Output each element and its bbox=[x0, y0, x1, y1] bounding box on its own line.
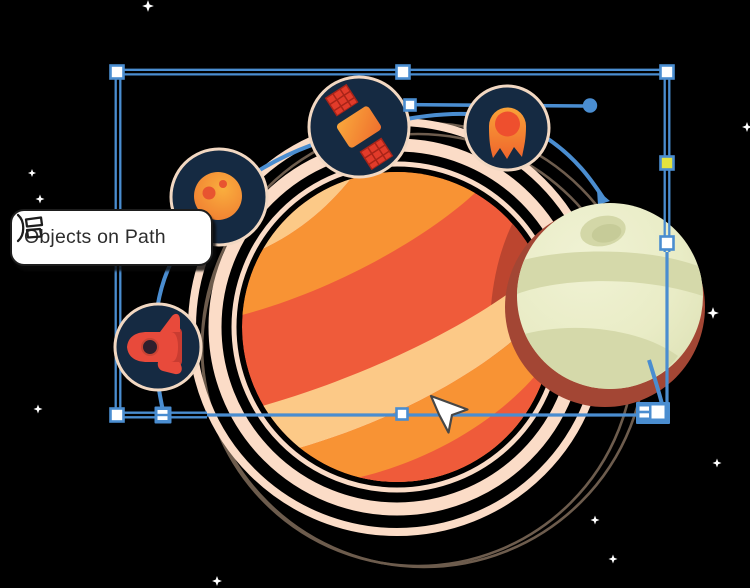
satellite-badge[interactable] bbox=[307, 75, 411, 179]
handle-top-left[interactable] bbox=[109, 64, 125, 80]
handle-bottom-left[interactable] bbox=[109, 407, 125, 423]
satellite-icon bbox=[324, 83, 394, 171]
handle-right-middle[interactable] bbox=[659, 235, 675, 251]
objects-on-path-tooltip: Objects on Path bbox=[10, 209, 213, 266]
path-anchor-bottom-left[interactable] bbox=[154, 406, 172, 424]
objects-on-path-icon bbox=[16, 213, 44, 243]
planet-stripe-light-bottom bbox=[255, 266, 551, 452]
handle-bottom-right-group[interactable] bbox=[636, 402, 670, 424]
objects-path-end-segment bbox=[647, 359, 664, 405]
comet-icon bbox=[489, 107, 526, 159]
tooltip-label: Objects on Path bbox=[24, 226, 166, 248]
handle-right-scale-yellow[interactable] bbox=[659, 155, 675, 171]
rocket-badge[interactable] bbox=[113, 302, 203, 392]
objects-path-taper bbox=[597, 190, 610, 205]
moon-planet[interactable] bbox=[505, 203, 705, 407]
handle-top-center[interactable] bbox=[395, 64, 411, 80]
moon-crater bbox=[580, 215, 626, 247]
rocket-icon bbox=[127, 313, 182, 375]
planet-stripe-mid-top bbox=[242, 172, 490, 318]
handle-top-right[interactable] bbox=[659, 64, 675, 80]
handle-bottom-center[interactable] bbox=[395, 407, 409, 421]
path-end-node[interactable] bbox=[582, 98, 598, 113]
selection-handles bbox=[109, 64, 675, 424]
comet-badge[interactable] bbox=[463, 84, 551, 172]
handle-leader-line[interactable] bbox=[403, 98, 417, 112]
selection-arrow-cursor-icon bbox=[429, 394, 469, 434]
planet-icon bbox=[194, 172, 242, 220]
